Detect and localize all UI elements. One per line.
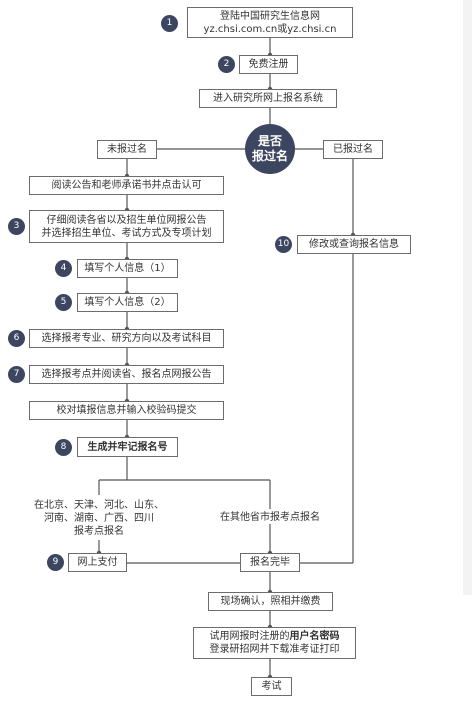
step-select-exam-site: 选择报考点并阅读省、报名点网报公告 <box>29 365 224 384</box>
step-modify-query: 修改或查询报名信息 <box>297 235 411 254</box>
step-select-major: 选择报考专业、研究方向以及考试科目 <box>29 329 224 348</box>
step-generate-number: 生成并牢记报名号 <box>77 437 178 457</box>
decision-line-1: 是否 <box>257 134 282 148</box>
step-enter-system: 进入研究所网上报名系统 <box>199 89 337 108</box>
step-badge-6: 6 <box>8 330 25 347</box>
step-login-title: 登陆中国研究生信息网 <box>220 10 320 22</box>
step-print-line-2: 登录研招网并下载准考证打印 <box>209 644 340 655</box>
step-badge-10: 10 <box>275 236 292 253</box>
step-verify-submit: 校对填报信息并输入校验码提交 <box>29 401 224 420</box>
step-badge-2: 2 <box>218 56 235 73</box>
step-login-chsi: 登陆中国研究生信息网 yz.chsi.com.cn或yz.chsi.cn <box>187 7 353 38</box>
decision-registered: 是否 报过名 <box>245 124 295 174</box>
branch-not-registered: 未报过名 <box>97 140 157 159</box>
note-listed-provinces-line-2: 河南、湖南、广西、四川 <box>44 513 154 524</box>
step-badge-3: 3 <box>8 218 25 235</box>
step-print-admission: 试用网报时注册的用户名密码 登录研招网并下载准考证打印 <box>193 627 356 659</box>
step-badge-7: 7 <box>8 366 25 383</box>
step-free-register: 免费注册 <box>239 55 298 74</box>
step-badge-4: 4 <box>55 260 72 277</box>
step-badge-1: 1 <box>161 15 178 32</box>
step-read-announcement: 阅读公告和老师承诺书并点击认可 <box>29 176 224 195</box>
step-select-unit: 仔细阅读各省以及招生单位网报公告 并选择招生单位、考试方式及专项计划 <box>29 210 224 243</box>
step-personal-info-2: 填写个人信息（2） <box>77 293 178 312</box>
step-print-line-1a: 试用网报时注册的 <box>209 631 290 642</box>
step-login-url: yz.chsi.com.cn或yz.chsi.cn <box>203 23 337 35</box>
step-select-unit-line-1: 仔细阅读各省以及招生单位网报公告 <box>46 214 207 226</box>
step-select-unit-line-2: 并选择招生单位、考试方式及专项计划 <box>41 227 212 239</box>
step-print-line-1: 试用网报时注册的用户名密码 <box>210 630 340 643</box>
step-personal-info-1: 填写个人信息（1） <box>77 259 178 278</box>
branch-registered: 已报过名 <box>323 140 383 159</box>
note-other-provinces: 在其他省市报考点报名 <box>215 511 325 524</box>
note-listed-provinces-line-1: 在北京、天津、河北、山东、 <box>34 500 164 511</box>
step-badge-5: 5 <box>55 294 72 311</box>
step-registration-complete: 报名完毕 <box>240 553 300 572</box>
page-edge-shadow <box>463 0 472 595</box>
note-listed-provinces: 在北京、天津、河北、山东、 河南、湖南、广西、四川 报考点报名 <box>28 499 170 538</box>
decision-line-2: 报过名 <box>251 149 288 163</box>
step-online-payment: 网上支付 <box>68 553 127 572</box>
step-badge-8: 8 <box>55 439 72 456</box>
step-print-credentials: 用户名密码 <box>289 631 340 642</box>
note-listed-provinces-line-3: 报考点报名 <box>74 526 124 537</box>
step-exam: 考试 <box>251 677 292 696</box>
step-badge-9: 9 <box>47 554 64 571</box>
step-onsite-confirm: 现场确认，照相并缴费 <box>208 592 333 611</box>
